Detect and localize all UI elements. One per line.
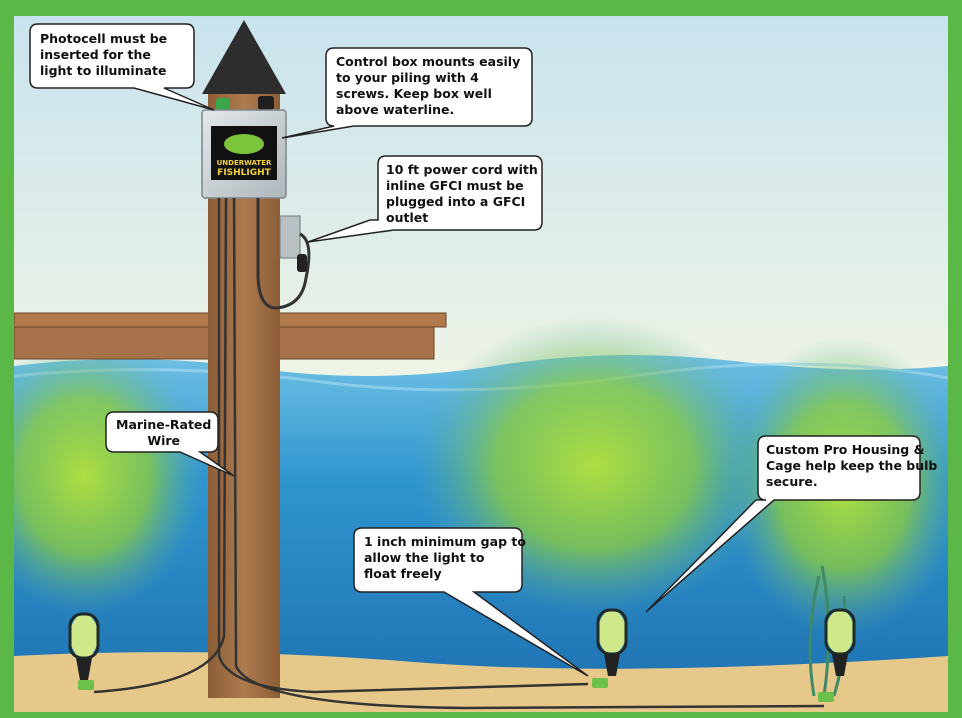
logo-line-1: UNDERWATER xyxy=(217,159,272,167)
gfci-outlet xyxy=(280,216,300,258)
logo-fish xyxy=(224,134,264,154)
photocell xyxy=(216,98,230,110)
photocell-fitting xyxy=(258,96,274,110)
logo-line-2: FISHLIGHT xyxy=(217,168,272,178)
callout-marine-wire: Marine-Rated Wire xyxy=(116,417,211,449)
callout-custom-housing: Custom Pro Housing & Cage help keep the … xyxy=(766,442,937,490)
callout-float-gap: 1 inch minimum gap to allow the light to… xyxy=(364,534,526,582)
scene-illustration: UNDERWATER FISHLIGHT xyxy=(14,16,948,712)
callout-control-box: Control box mounts easily to your piling… xyxy=(336,54,520,118)
callout-power-cord: 10 ft power cord with inline GFCI must b… xyxy=(386,162,538,226)
callout-photocell: Photocell must be inserted for the light… xyxy=(40,31,167,79)
gfci-plug xyxy=(297,254,307,272)
dock-light-scene: UNDERWATER FISHLIGHT xyxy=(14,16,948,712)
